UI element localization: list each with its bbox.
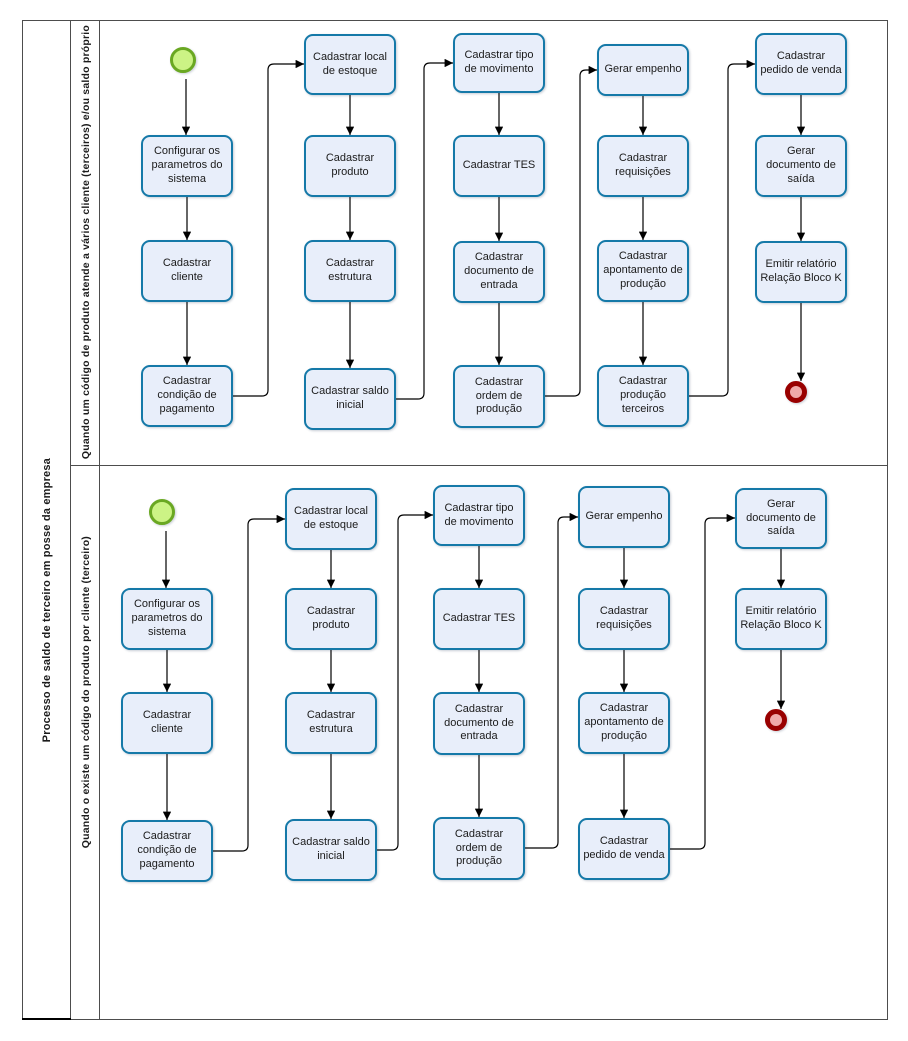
task-cadastrar-cliente[interactable]: Cadastrar cliente xyxy=(141,240,233,302)
task-cadastrar-saldo-inicial[interactable]: Cadastrar saldo inicial xyxy=(285,819,377,881)
pool-label-bottom-border xyxy=(22,1018,71,1020)
pool-frame xyxy=(22,20,888,1020)
task-cadastrar-apontamento-producao[interactable]: Cadastrar apontamento de produção xyxy=(597,240,689,302)
task-cadastrar-local-estoque[interactable]: Cadastrar local de estoque xyxy=(304,34,396,95)
task-cadastrar-saldo-inicial[interactable]: Cadastrar saldo inicial xyxy=(304,368,396,430)
task-cadastrar-requisicoes[interactable]: Cadastrar requisições xyxy=(578,588,670,650)
pool-title: Processo de saldo de terceiro em posse d… xyxy=(40,457,53,743)
task-gerar-documento-saida[interactable]: Gerar documento de saída xyxy=(755,135,847,197)
end-event[interactable] xyxy=(785,381,807,403)
task-cadastrar-produto[interactable]: Cadastrar produto xyxy=(285,588,377,650)
task-emitir-relatorio-bloco-k[interactable]: Emitir relatório Relação Bloco K xyxy=(735,588,827,650)
task-cadastrar-apontamento-producao[interactable]: Cadastrar apontamento de produção xyxy=(578,692,670,754)
task-cadastrar-tes[interactable]: Cadastrar TES xyxy=(433,588,525,650)
task-cadastrar-cliente[interactable]: Cadastrar cliente xyxy=(121,692,213,754)
task-configurar-parametros[interactable]: Configurar os parametros do sistema xyxy=(141,135,233,197)
task-cadastrar-estrutura[interactable]: Cadastrar estrutura xyxy=(285,692,377,754)
task-gerar-empenho[interactable]: Gerar empenho xyxy=(578,486,670,548)
task-cadastrar-pedido-venda[interactable]: Cadastrar pedido de venda xyxy=(578,818,670,880)
pool-title-wrap: Processo de saldo de terceiro em posse d… xyxy=(22,430,71,770)
task-cadastrar-estrutura[interactable]: Cadastrar estrutura xyxy=(304,240,396,302)
task-cadastrar-tipo-movimento[interactable]: Cadastrar tipo de movimento xyxy=(453,33,545,93)
task-cadastrar-local-estoque[interactable]: Cadastrar local de estoque xyxy=(285,488,377,550)
task-cadastrar-ordem-producao[interactable]: Cadastrar ordem de produção xyxy=(433,817,525,880)
task-cadastrar-documento-entrada[interactable]: Cadastrar documento de entrada xyxy=(433,692,525,755)
task-configurar-parametros[interactable]: Configurar os parametros do sistema xyxy=(121,588,213,650)
pool-label-column xyxy=(22,20,71,1020)
task-cadastrar-producao-terceiros[interactable]: Cadastrar produção terceiros xyxy=(597,365,689,427)
lane2-label-column xyxy=(71,465,100,1020)
lane1-title-wrap: Quando um código de produto atende a vár… xyxy=(71,20,100,465)
lane1-title: Quando um código de produto atende a vár… xyxy=(79,25,92,460)
task-cadastrar-produto[interactable]: Cadastrar produto xyxy=(304,135,396,197)
task-cadastrar-tes[interactable]: Cadastrar TES xyxy=(453,135,545,197)
task-cadastrar-ordem-producao[interactable]: Cadastrar ordem de produção xyxy=(453,365,545,428)
task-cadastrar-condicao-pagamento[interactable]: Cadastrar condição de pagamento xyxy=(121,820,213,882)
task-cadastrar-documento-entrada[interactable]: Cadastrar documento de entrada xyxy=(453,241,545,303)
lane-divider xyxy=(71,465,888,466)
task-gerar-empenho[interactable]: Gerar empenho xyxy=(597,44,689,96)
end-event[interactable] xyxy=(765,709,787,731)
start-event[interactable] xyxy=(149,499,175,525)
lane1-label-column xyxy=(71,20,100,465)
task-cadastrar-condicao-pagamento[interactable]: Cadastrar condição de pagamento xyxy=(141,365,233,427)
start-event[interactable] xyxy=(170,47,196,73)
task-gerar-documento-saida[interactable]: Gerar documento de saída xyxy=(735,488,827,549)
lane2-title-wrap: Quando o existe um código do produto por… xyxy=(71,465,100,919)
task-cadastrar-requisicoes[interactable]: Cadastrar requisições xyxy=(597,135,689,197)
lane2-title: Quando o existe um código do produto por… xyxy=(79,535,92,849)
task-emitir-relatorio-bloco-k[interactable]: Emitir relatório Relação Bloco K xyxy=(755,241,847,303)
task-cadastrar-pedido-venda[interactable]: Cadastrar pedido de venda xyxy=(755,33,847,95)
task-cadastrar-tipo-movimento[interactable]: Cadastrar tipo de movimento xyxy=(433,485,525,546)
